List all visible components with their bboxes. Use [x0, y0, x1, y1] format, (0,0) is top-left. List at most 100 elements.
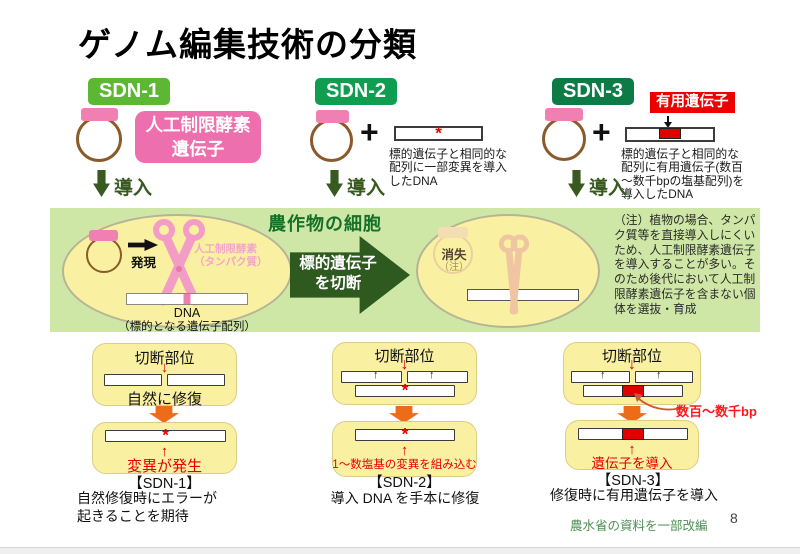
sdn2-intro-label: 導入 — [347, 178, 386, 199]
cut-site-label: 切断部位 — [601, 348, 662, 365]
plasmid-ring — [76, 116, 122, 162]
plasmid-ring — [310, 119, 353, 162]
sdn2-result-box: * ↑ 1〜数塩基の変異を組み込む — [332, 421, 477, 477]
repaired-dna-bar: * — [105, 426, 226, 443]
dna-label: DNA — [173, 306, 201, 320]
sdn3-plasmid-icon — [541, 108, 591, 162]
lost-note: （注） — [439, 262, 469, 273]
red-down-arrow-icon: ↓ — [160, 359, 169, 376]
expression-label: 発現 — [131, 256, 157, 270]
page-number: 8 — [730, 510, 738, 526]
intro-arrow-icon — [93, 170, 110, 197]
sdn1-caption: 自然修復時にエラーが 起きることを期待 — [77, 490, 217, 524]
sdn3-cut-box: 切断部位 ↓ ↑ ↑ — [563, 342, 701, 405]
plasmid-cap-icon — [438, 227, 468, 238]
mutation-asterisk: * — [401, 380, 409, 400]
intro-arrow-icon — [568, 170, 585, 197]
enzyme-gene-label: 人工制限酵素 遺伝子 — [135, 111, 261, 163]
sdn3-caption: 修復時に有用遺伝子を導入 — [550, 487, 718, 503]
black-up-arrow-icon: ↑ — [600, 369, 606, 381]
cell-plasmid-icon — [86, 230, 126, 276]
sdn1-badge: SDN-1 — [88, 78, 171, 105]
sdn2-caption: 導入 DNA を手本に修復 — [330, 490, 480, 506]
dna-segment — [634, 371, 693, 383]
mutation-asterisk: * — [435, 122, 442, 142]
mutation-occurs-label: 変異が発生 — [126, 458, 203, 475]
plasmid-cap-icon — [316, 110, 349, 123]
red-up-arrow-icon: ↑ — [160, 443, 169, 460]
sdn3-intro-label: 導入 — [589, 178, 628, 199]
sdn1-name: 【SDN-1】 — [128, 476, 201, 492]
useful-gene-label: 有用遺伝子 — [650, 92, 735, 113]
sdn2-badge: SDN-2 — [315, 78, 398, 105]
lost-plasmid-icon — [432, 227, 476, 277]
sdn3-donor-dna-bar — [625, 127, 715, 142]
cut-arrow-label: 標的遺伝子 を切断 — [299, 255, 377, 292]
mutation-asterisk: * — [162, 425, 169, 445]
pointer-line-icon — [667, 116, 669, 123]
plasmid-cap-icon — [81, 108, 118, 121]
dna-sublabel: （標的となる遺伝子配列） — [118, 321, 256, 333]
band-note: （注）植物の場合、タンパク質等を直接導入しにくいため、人工制限酵素遺伝子を導入す… — [614, 213, 756, 316]
red-down-arrow-icon: ↓ — [628, 356, 636, 373]
base-mutation-label: 1〜数塩基の変異を組み込む — [332, 459, 477, 471]
scissors-icon — [153, 219, 205, 306]
bp-pointer-arrow-icon — [634, 393, 681, 411]
sdn1-result-box: * ↑ 変異が発生 — [92, 422, 237, 475]
target-site-tick — [183, 294, 191, 304]
target-dna-bar — [126, 293, 248, 305]
black-up-arrow-icon: ↑ — [429, 369, 435, 381]
template-dna-bar — [583, 385, 683, 397]
sdn2-name: 【SDN-2】 — [368, 475, 441, 491]
plus-sign: + — [360, 114, 379, 150]
repaired-dna-bar: * — [355, 425, 455, 442]
plasmid-cap-icon — [545, 108, 583, 121]
source-credit: 農水省の資料を一部改編 — [570, 519, 708, 533]
natural-repair-label: 自然に修復 — [126, 391, 202, 408]
page-title: ゲノム編集技術の分類 — [78, 26, 418, 63]
cut-site-label: 切断部位 — [374, 348, 435, 365]
enzyme-protein-label: 人工制限酵素 （タンパク質） — [194, 243, 268, 268]
slide-edge-strip — [0, 547, 800, 554]
template-dna-bar: * — [355, 381, 455, 398]
red-up-arrow-icon: ↑ — [400, 442, 409, 459]
crop-cell-title: 農作物の細胞 — [268, 214, 382, 234]
gene-introduced-label: 遺伝子を導入 — [591, 456, 673, 471]
black-up-arrow-icon: ↑ — [656, 369, 662, 381]
useful-gene-insert — [622, 428, 644, 440]
red-up-arrow-icon: ↑ — [628, 441, 636, 458]
cut-dna-bar — [104, 374, 225, 386]
scissors-faded-icon — [498, 234, 530, 315]
sdn3-result-box: ↑ 遺伝子を導入 — [565, 420, 699, 471]
intro-arrow-icon — [326, 170, 343, 197]
sdn2-donor-caption: 標的遺伝子と相同的な 配列に一部変異を導入 したDNA — [389, 147, 507, 188]
sdn2-donor-dna-bar: * — [394, 122, 483, 142]
sdn1-intro-label: 導入 — [114, 178, 153, 199]
lost-label: 消失 — [441, 248, 467, 262]
pointer-arrowhead-icon — [664, 122, 672, 128]
repaired-dna-bar — [578, 428, 688, 440]
cut-dna-bar — [467, 289, 579, 301]
mutation-asterisk: * — [401, 424, 409, 444]
cut-dna-bar — [341, 371, 468, 383]
dna-segment — [104, 374, 162, 386]
sdn3-donor-caption: 標的遺伝子と相同的な 配列に有用遺伝子(数百 〜数千bpの塩基配列)を 導入した… — [621, 147, 745, 202]
plasmid-ring — [86, 237, 122, 273]
black-up-arrow-icon: ↑ — [373, 369, 379, 381]
sdn3-badge: SDN-3 — [552, 78, 635, 105]
sdn1-plasmid-icon — [76, 108, 128, 164]
sdn1-cut-box: 切断部位 ↓ 自然に修復 — [92, 343, 237, 408]
sdn2-plasmid-icon — [309, 110, 357, 164]
cut-dna-bar — [571, 371, 693, 383]
bp-size-label: 数百〜数千bp — [676, 404, 757, 419]
plasmid-ring — [542, 117, 586, 161]
cut-site-label: 切断部位 — [134, 350, 195, 367]
dna-segment — [167, 374, 225, 386]
sdn2-cut-box: 切断部位 ↓ ↑ ↑ * — [332, 342, 477, 405]
plus-sign: + — [592, 114, 611, 150]
useful-gene-insert — [659, 128, 681, 139]
dna-segment — [571, 371, 630, 383]
dna-segment — [407, 371, 468, 383]
sdn3-name: 【SDN-3】 — [596, 473, 670, 489]
